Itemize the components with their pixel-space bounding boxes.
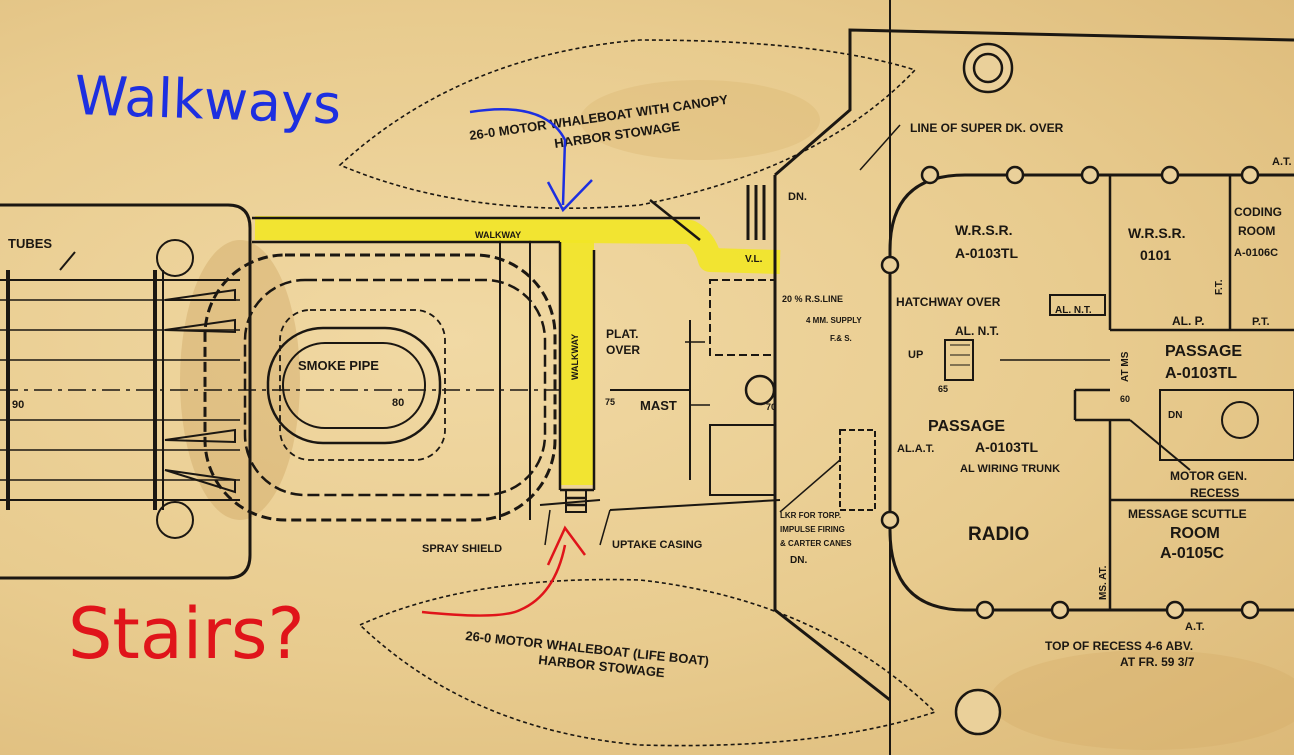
lkr-label-1: LKR FOR TORP.	[780, 511, 841, 520]
mast-label: MAST	[640, 398, 677, 413]
al-at-label: AL.A.T.	[897, 443, 934, 455]
at-ms-label: AT MS	[1120, 351, 1131, 382]
coding-room-label-1: CODING	[1234, 205, 1282, 219]
al-nt-label-2: AL. N.T.	[955, 324, 999, 338]
dn-low-label: DN.	[790, 555, 807, 566]
frame-75-label: 75	[605, 397, 615, 407]
wrsr-2-code: 0101	[1140, 247, 1171, 263]
frame-90-label: 90	[12, 399, 24, 411]
plat-over-label-2: OVER	[606, 343, 640, 357]
spray-shield-label: SPRAY SHIELD	[422, 543, 502, 555]
coding-room-label-2: ROOM	[1238, 224, 1275, 238]
stairs-arrow	[421, 544, 567, 617]
motor-gen-label-1: MOTOR GEN.	[1170, 469, 1247, 483]
passage-center-code: A-0103TL	[975, 439, 1038, 455]
frame-60-label: 60	[1120, 394, 1130, 404]
frame-80-label: 80	[392, 397, 404, 409]
radio-label: RADIO	[968, 524, 1029, 545]
red-stairs-annotation: Stairs?	[68, 525, 587, 675]
smoke-pipe-label: SMOKE PIPE	[298, 358, 379, 373]
top-recess-label-1: TOP OF RECESS 4-6 ABV.	[1045, 639, 1193, 653]
message-room-code: A-0105C	[1160, 545, 1224, 562]
wrsr-2-name: W.R.S.R.	[1128, 225, 1186, 241]
passage-right-code: A-0103TL	[1165, 365, 1237, 382]
walkway-arrowhead	[546, 179, 593, 213]
smoke-pipe-casing	[203, 240, 557, 522]
rs-line-label-1: 20 % R.S.LINE	[782, 294, 843, 304]
message-room-label: ROOM	[1170, 525, 1220, 542]
torpedo-tube-block	[0, 203, 560, 580]
frame-70-label: 70	[766, 402, 776, 412]
vl-label: V.L.	[745, 254, 763, 265]
wrsr-1-code: A-0103TL	[955, 245, 1018, 261]
walkway-horizontal-label: WALKWAY	[475, 230, 521, 240]
pt-label: P.T.	[1252, 316, 1270, 328]
ms-at-label: MS. AT.	[1098, 565, 1109, 600]
coding-room-label-3: A-0106C	[1234, 247, 1278, 259]
walkway-vertical-label: WALKWAY	[570, 334, 580, 380]
al-wiring-trunk-label: AL WIRING TRUNK	[960, 463, 1060, 475]
plat-over-label-1: PLAT.	[606, 327, 638, 341]
passage-right-name: PASSAGE	[1165, 343, 1242, 360]
at-bottom-label: A.T.	[1185, 621, 1205, 633]
wrsr-1-name: W.R.S.R.	[955, 222, 1013, 238]
top-recess-label-2: AT FR. 59 3/7	[1120, 655, 1195, 669]
blue-walkway-annotation: Walkways	[74, 64, 593, 213]
al-nt-label-1: AL. N.T.	[1055, 305, 1092, 316]
stairs-arrowhead	[546, 525, 587, 566]
rs-line-label-3: F.& S.	[830, 334, 852, 343]
stairs-annotation: Stairs?	[68, 593, 305, 675]
tubes-label: TUBES	[8, 236, 52, 251]
up-label: UP	[908, 349, 923, 361]
lkr-label-2: IMPULSE FIRING	[780, 525, 845, 534]
message-scuttle-label: MESSAGE SCUTTLE	[1128, 507, 1247, 521]
leader-lines	[544, 124, 901, 546]
uptake-casing-label: UPTAKE CASING	[612, 539, 702, 551]
at-top-label: A.T.	[1272, 156, 1292, 168]
lkr-label-3: & CARTER CANES	[780, 539, 852, 548]
dn-top-label: DN.	[788, 191, 807, 203]
superstructure	[773, 0, 1294, 755]
hatchway-over-label: HATCHWAY OVER	[896, 295, 1001, 309]
walkway-arrow	[469, 108, 567, 206]
walkways-annotation: Walkways	[74, 64, 343, 136]
rs-line-label-2: 4 MM. SUPPLY	[806, 316, 862, 325]
passage-center-name: PASSAGE	[928, 418, 1005, 435]
motor-gen-label-2: RECESS	[1190, 486, 1239, 500]
dn-mid-label: DN	[1168, 410, 1182, 421]
walkway-outline	[252, 199, 701, 513]
ft-label: F.T.	[1214, 279, 1225, 295]
frame-65-label: 65	[938, 384, 948, 394]
al-p-label: AL. P.	[1172, 314, 1204, 328]
portholes	[880, 42, 1260, 736]
line-super-dk-label: LINE OF SUPER DK. OVER	[910, 121, 1064, 135]
